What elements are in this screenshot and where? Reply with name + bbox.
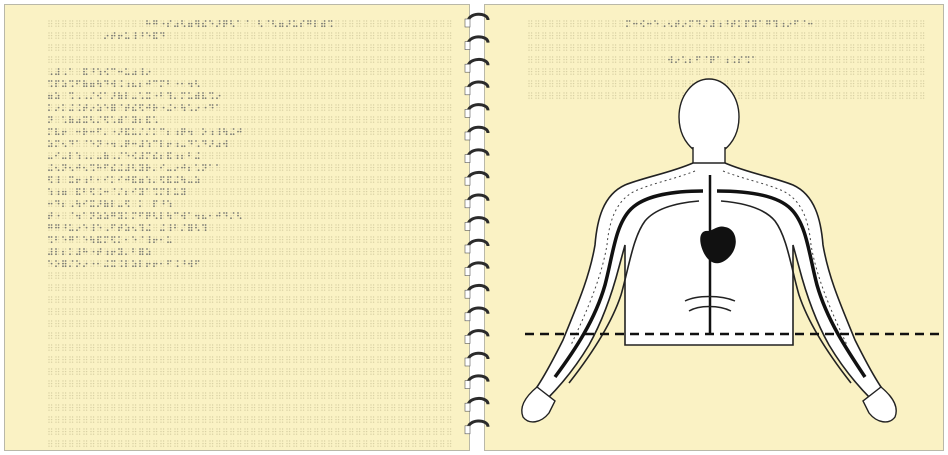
spiral-ring [468, 105, 488, 113]
spiral-ring [468, 37, 488, 45]
spiral-ring [468, 353, 488, 361]
spiral-ring [468, 263, 488, 271]
head-shape [679, 79, 739, 155]
spiral-ring [468, 82, 488, 90]
spiral-ring [468, 150, 488, 158]
spiral-ring [468, 308, 488, 316]
spiral-ring [468, 59, 488, 67]
spiral-ring [468, 14, 488, 22]
left-page-braille-text [5, 5, 470, 451]
spiral-ring [468, 376, 488, 384]
left-page [4, 4, 470, 451]
right-page [484, 4, 944, 451]
spiral-ring [468, 398, 488, 406]
spiral-ring [468, 172, 488, 180]
spiral-ring [468, 127, 488, 135]
spiral-ring [468, 421, 488, 429]
spiral-ring [468, 218, 488, 226]
spiral-ring [468, 240, 488, 248]
spiral-ring [468, 195, 488, 203]
spiral-ring [468, 331, 488, 339]
spiral-binding [462, 0, 494, 455]
human-body-illustration [485, 5, 944, 451]
spiral-ring [468, 285, 488, 293]
